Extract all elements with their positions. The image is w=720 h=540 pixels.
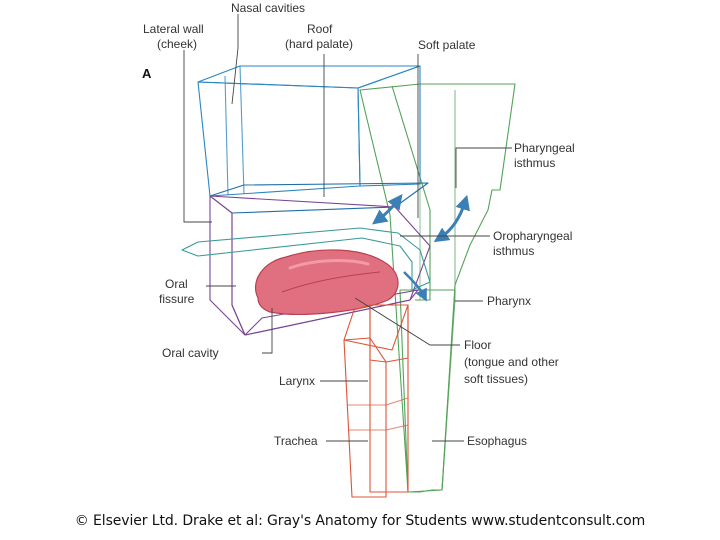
label-roof-line1: Roof: [307, 22, 333, 36]
pharynx-front-wall: [391, 85, 431, 301]
airway-channel: [181, 227, 431, 291]
label-lateral-wall-line2: (cheek): [157, 37, 197, 51]
label-oral-fissure-line2: fissure: [159, 292, 195, 306]
airflow-arrow-1: [372, 194, 403, 225]
leader-lateral-wall: [183, 50, 212, 223]
label-pharynx: Pharynx: [487, 294, 531, 308]
label-oropharyngeal-isthmus-line1: Oropharyngeal: [493, 229, 572, 243]
label-pharyngeal-isthmus-line2: isthmus: [514, 156, 555, 170]
nasal-cavities-region: [197, 65, 429, 214]
nasal-septum-line: [224, 65, 245, 196]
oral-fissure-channel: [181, 227, 431, 291]
tongue-groove: [281, 271, 381, 293]
airflow-arrow-2: [433, 194, 470, 243]
label-nasal-cavities: Nasal cavities: [231, 1, 305, 15]
panel-label: A: [142, 66, 152, 81]
oral-cheek-wall: [209, 195, 246, 336]
label-oral-fissure-line1: Oral: [165, 277, 188, 291]
trachea-rings: [348, 397, 409, 431]
label-soft-palate: Soft palate: [418, 38, 476, 52]
nasal-front-face: [197, 81, 361, 197]
label-larynx: Larynx: [279, 374, 315, 388]
label-trachea: Trachea: [274, 434, 318, 448]
label-floor-line1: Floor: [464, 338, 491, 352]
label-roof-line2: (hard palate): [285, 37, 353, 51]
leader-nasal-cavities: [231, 14, 239, 105]
leader-pharyngeal-isthmus: [455, 147, 512, 188]
label-oropharyngeal-isthmus-line2: isthmus: [493, 244, 534, 258]
leader-floor: [354, 297, 460, 346]
leader-oral-cavity: [262, 308, 273, 354]
label-pharyngeal-isthmus-line1: Pharyngeal: [514, 141, 575, 155]
labels: A Nasal cavities Lateral wall (cheek) Ro…: [142, 1, 575, 448]
airflow-arrow-3: [403, 271, 427, 302]
copyright-credit: © Elsevier Ltd. Drake et al: Gray's Anat…: [74, 513, 646, 529]
tongue: [254, 249, 399, 315]
esophagus-tube: [399, 289, 456, 493]
larynx-front-face: [343, 304, 387, 498]
larynx-top: [343, 304, 409, 363]
nasal-side-face: [357, 65, 421, 187]
label-lateral-wall-line1: Lateral wall: [143, 22, 204, 36]
nasal-top-face: [197, 65, 421, 89]
tongue-highlight: [288, 259, 370, 270]
label-floor-line2: (tongue and other: [464, 355, 559, 369]
leader-lines: [183, 14, 512, 442]
larynx-trachea-region: [343, 304, 409, 498]
label-floor-line3: soft tissues): [464, 372, 528, 386]
label-esophagus: Esophagus: [467, 434, 527, 448]
label-oral-cavity: Oral cavity: [162, 346, 219, 360]
